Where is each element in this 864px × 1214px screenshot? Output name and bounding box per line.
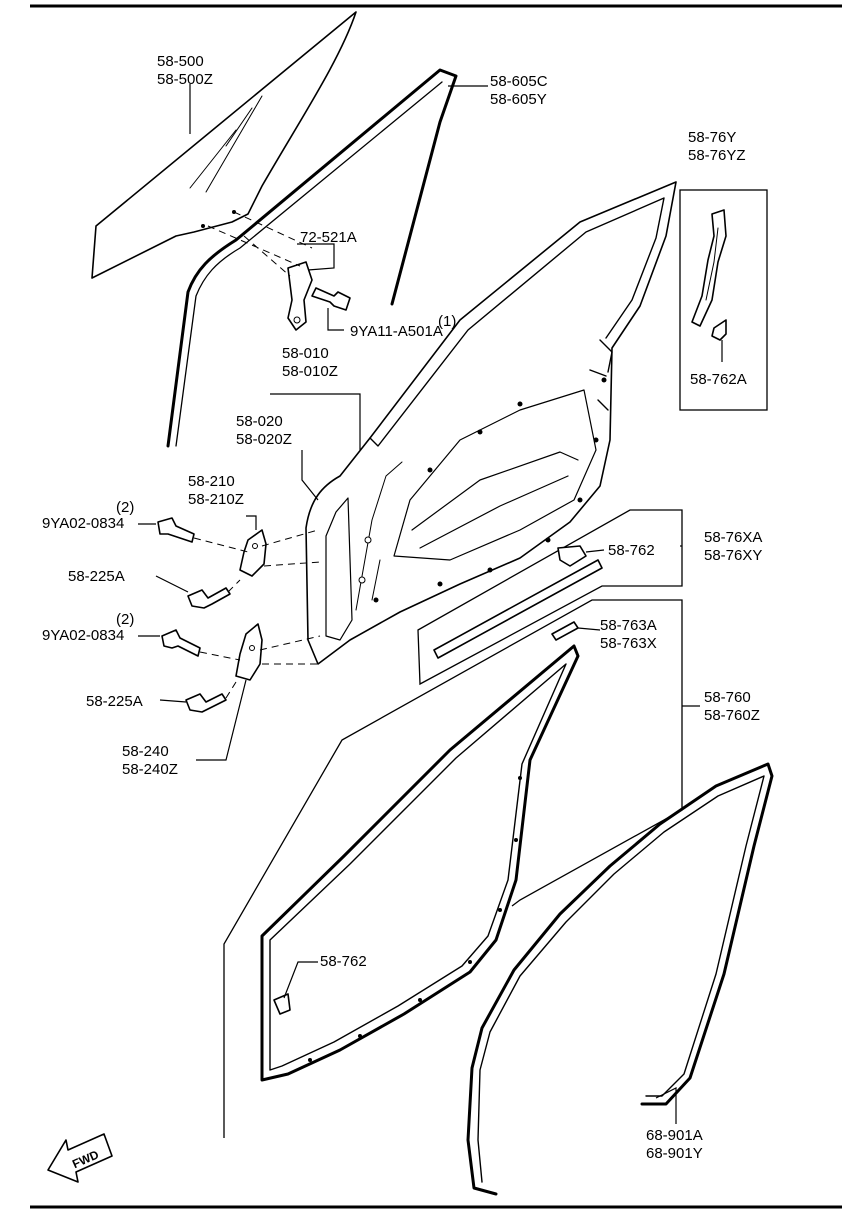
label-door-shell-1: 58-010 [282, 345, 329, 362]
door-glass [91, 11, 357, 279]
hinge-bolt-mid [187, 587, 231, 609]
door-molding [433, 559, 603, 659]
label-weatherstrip-2: 58-760Z [704, 707, 760, 724]
bracket-bolt [311, 287, 351, 311]
label-molding-fastener-2: 58-763X [600, 635, 657, 652]
label-bolt-a-qty: (1) [438, 313, 456, 330]
molding-box [417, 509, 683, 686]
label-garnish-2: 58-76YZ [688, 147, 746, 164]
door-opening-trim [466, 762, 774, 1196]
label-upper-hinge-1: 58-210 [188, 473, 235, 490]
label-molding-clip: 58-762 [608, 542, 655, 559]
label-hinge-bolt-upper: 9YA02-0834 [42, 515, 124, 532]
label-glass-2: 58-500Z [157, 71, 213, 88]
hinge-bolt-lower [161, 629, 201, 657]
label-hinge-bolt-bottom: 58-225A [86, 693, 143, 710]
door-garnish [691, 209, 727, 327]
garnish-box [679, 189, 768, 411]
label-lower-hinge-2: 58-240Z [122, 761, 178, 778]
hinge-bolt-bottom [185, 693, 227, 713]
label-hinge-bolt-mid: 58-225A [68, 568, 125, 585]
hinge-bolt-upper [157, 517, 195, 543]
label-door-panel-2: 58-020Z [236, 431, 292, 448]
door-weatherstrip [260, 644, 580, 1082]
label-lower-hinge-1: 58-240 [122, 743, 169, 760]
label-glass-1: 58-500 [157, 53, 204, 70]
label-molding-fastener-1: 58-763A [600, 617, 657, 634]
label-hinge-bolt-lower-qty: (2) [116, 611, 134, 628]
label-door-shell-2: 58-010Z [282, 363, 338, 380]
molding-fastener [551, 621, 579, 641]
glass-run-channel [166, 68, 458, 448]
door-shell [305, 181, 677, 665]
label-bolt-a: 9YA11-A501A [350, 323, 443, 340]
label-molding-1: 58-76XA [704, 529, 762, 546]
label-door-panel-1: 58-020 [236, 413, 283, 430]
label-garnish-1: 58-76Y [688, 129, 736, 146]
label-opening-trim-2: 68-901Y [646, 1145, 703, 1162]
weatherstrip-clip [273, 993, 291, 1015]
label-hinge-bolt-lower: 9YA02-0834 [42, 627, 124, 644]
fwd-arrow-icon: FWD [47, 1133, 113, 1183]
label-weatherstrip-clip: 58-762 [320, 953, 367, 970]
label-opening-trim-1: 68-901A [646, 1127, 703, 1144]
label-run-channel-1: 58-605C [490, 73, 548, 90]
weatherstrip-box [223, 599, 683, 1138]
glass-bracket [287, 261, 313, 331]
label-bracket: 72-521A [300, 229, 357, 246]
molding-clip [557, 545, 587, 567]
lower-hinge [235, 623, 263, 681]
label-garnish-clip: 58-762A [690, 371, 747, 388]
label-hinge-bolt-upper-qty: (2) [116, 499, 134, 516]
upper-hinge [239, 529, 267, 577]
label-upper-hinge-2: 58-210Z [188, 491, 244, 508]
garnish-clip [711, 319, 727, 341]
label-weatherstrip-1: 58-760 [704, 689, 751, 706]
label-run-channel-2: 58-605Y [490, 91, 547, 108]
label-molding-2: 58-76XY [704, 547, 762, 564]
